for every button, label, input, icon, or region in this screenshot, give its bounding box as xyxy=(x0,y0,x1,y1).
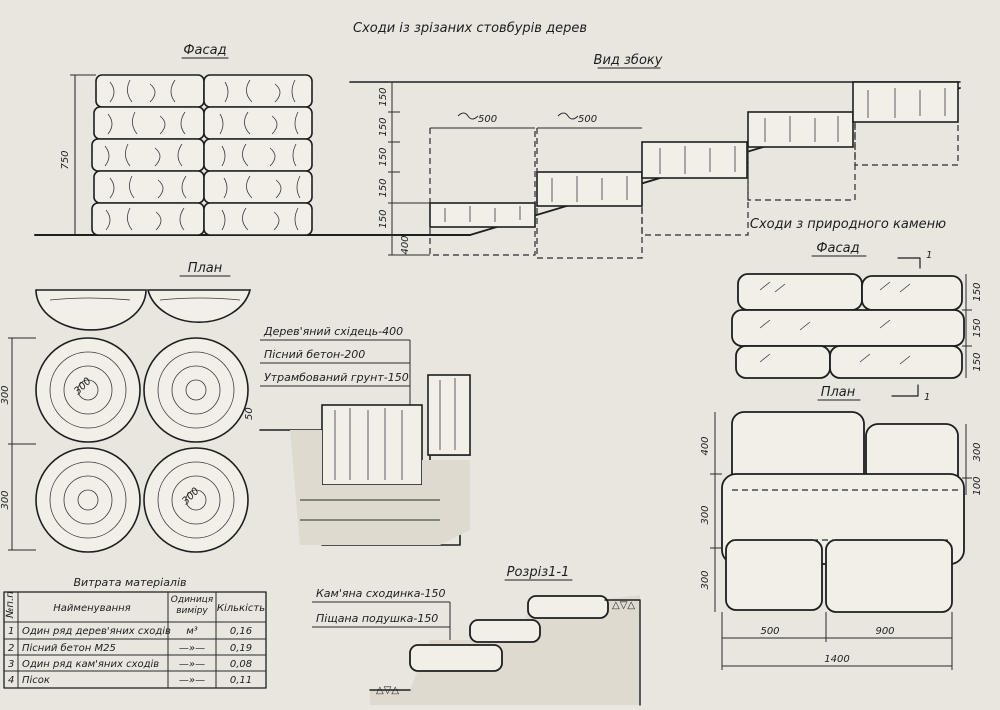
side-dim-3: 150 xyxy=(378,147,389,166)
table-row-3-qty: 0,08 xyxy=(230,659,252,670)
facade-title: Фасад xyxy=(183,43,226,58)
log-round xyxy=(143,447,249,553)
table-header-unit: Одиниця виміру xyxy=(171,595,213,616)
stone-plan: План 400 300 300 300 100 500 900 1400 xyxy=(700,385,983,670)
table-header-no: №п.п xyxy=(5,591,16,619)
section-mark-top: 1 xyxy=(926,250,932,261)
section-mark-bottom: 1 xyxy=(924,392,930,403)
stone-plan-dim-left-3: 300 xyxy=(700,570,711,589)
plan-dim-1: 300 xyxy=(0,385,11,404)
plan-dim-2: 300 xyxy=(0,490,11,509)
layer-label-1: Дерев'яний східець-400 xyxy=(263,325,403,338)
stone-plan-dim-total: 1400 xyxy=(824,654,849,665)
table-row-4-unit: —»— xyxy=(179,675,205,686)
log-plan: План 300 3 xyxy=(0,261,252,553)
table-row-1-qty: 0,16 xyxy=(230,626,252,637)
stone-section-title: Сходи з природного каменю xyxy=(750,217,946,232)
stone-plan-title: План xyxy=(821,385,856,400)
side-view-title: Вид збоку xyxy=(594,53,663,68)
log-facade: Фасад 750 xyxy=(34,43,471,236)
section-gravel-icon-2: △▽△ xyxy=(376,685,399,696)
stone-section-1-1: Розріз1-1 Кам'яна сходинка-150 Піщана по… xyxy=(312,565,641,706)
section-layer-1: Кам'яна сходинка-150 xyxy=(316,587,446,600)
table-row-1-no: 1 xyxy=(8,626,14,637)
table-row-3-no: 3 xyxy=(8,659,14,670)
table-row-4-name: Пісок xyxy=(22,674,50,686)
stone-plan-dim-bottom-2: 900 xyxy=(875,626,894,637)
side-dim-1: 150 xyxy=(378,87,389,106)
log-side-view: Вид збоку 150 150 150 150 150 400 xyxy=(349,53,961,259)
side-dim-5: 150 xyxy=(378,209,389,228)
stone-facade-dim-3: 150 xyxy=(972,352,983,371)
layer-label-3: Утрамбований грунт-150 xyxy=(264,371,409,384)
log-round xyxy=(35,447,141,553)
table-row-1-name: Один ряд дерев'яних сходів xyxy=(22,625,171,637)
table-row-3-name: Один ряд кам'яних сходів xyxy=(22,658,159,670)
stone-facade-dim-1: 150 xyxy=(972,282,983,301)
stone-plan-dim-right-1: 300 xyxy=(972,442,983,461)
materials-table: Витрата матеріалів №п.п Найменування Оди… xyxy=(3,576,267,689)
facade-log-rows xyxy=(91,74,313,236)
log-layer-section: Дерев'яний східець-400 Пісний бетон-200 … xyxy=(244,325,471,546)
table-row-4-no: 4 xyxy=(8,675,14,686)
drawing-title: Сходи із зрізаних стовбурів дерев xyxy=(353,21,587,36)
stone-plan-dim-bottom-1: 500 xyxy=(760,626,779,637)
table-row-2-name: Пісний бетон М25 xyxy=(22,642,116,654)
stone-facade-title: Фасад xyxy=(816,241,859,256)
table-row-2-qty: 0,19 xyxy=(230,643,252,654)
section-title: Розріз1-1 xyxy=(507,565,570,580)
layer-dim: 50 xyxy=(244,407,255,420)
table-row-4-qty: 0,11 xyxy=(230,675,252,686)
stone-facade: Сходи з природного каменю Фасад 1 150 15… xyxy=(731,217,983,403)
log-round xyxy=(143,337,249,443)
stone-plan-dim-left-1: 400 xyxy=(700,436,711,455)
section-layer-2: Піщана подушка-150 xyxy=(316,612,438,625)
layer-label-2: Пісний бетон-200 xyxy=(264,348,365,361)
table-row-1-unit: м³ xyxy=(186,626,198,637)
side-dim-6: 400 xyxy=(400,235,411,254)
table-row-3-unit: —»— xyxy=(179,659,205,670)
table-header-qty: Кількість xyxy=(217,602,265,614)
plan-title: План xyxy=(188,261,223,276)
table-title: Витрата матеріалів xyxy=(73,576,186,589)
stone-plan-dim-right-2: 100 xyxy=(972,476,983,495)
table-row-2-no: 2 xyxy=(8,643,14,654)
side-dim-4: 150 xyxy=(378,178,389,197)
log-round xyxy=(35,337,141,443)
stone-plan-dim-left-2: 300 xyxy=(700,505,711,524)
table-row-2-unit: —»— xyxy=(179,643,205,654)
table-header-name: Найменування xyxy=(53,603,130,614)
section-gravel-icon: △▽△ xyxy=(612,600,635,611)
step-length-1: 500 xyxy=(478,114,497,125)
side-dim-2: 150 xyxy=(378,117,389,136)
facade-height-dim: 750 xyxy=(60,150,71,169)
stone-facade-dim-2: 150 xyxy=(972,318,983,337)
step-length-2: 500 xyxy=(578,114,597,125)
